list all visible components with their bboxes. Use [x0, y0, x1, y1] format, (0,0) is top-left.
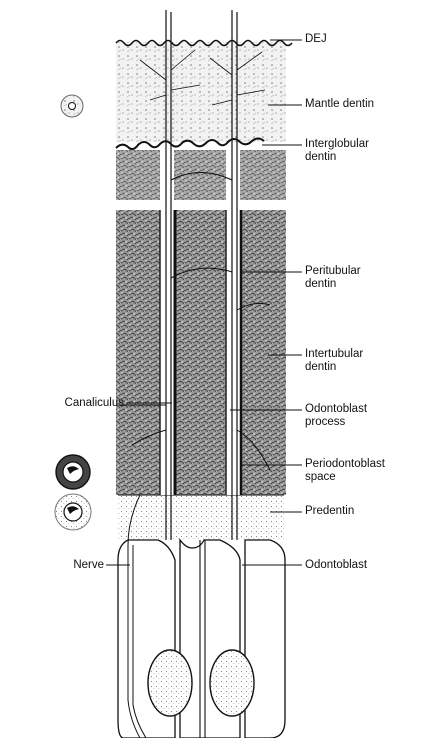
label-predentin: Predentin: [305, 505, 354, 518]
label-periodontoblast-line2: space: [305, 471, 385, 484]
label-peritubular-line2: dentin: [305, 278, 361, 291]
label-periodontoblast-line1: Periodontoblast: [305, 458, 385, 471]
cross-section-predentin: [55, 494, 91, 530]
label-odontoblast-text: Odontoblast: [305, 559, 367, 572]
label-odontoblast: Odontoblast: [305, 559, 367, 572]
label-nerve: Nerve: [12, 559, 104, 572]
cross-section-mantle: [61, 95, 83, 117]
cross-section-tubule: [56, 455, 90, 489]
intertubular-dentin-region: [116, 210, 286, 495]
mantle-dentin-region: [116, 42, 286, 142]
label-interglobular-line1: Interglobular: [305, 138, 369, 151]
label-mantle-dentin: Mantle dentin: [305, 98, 374, 111]
label-nerve-text: Nerve: [12, 559, 104, 572]
label-canaliculus: Canaliculus: [12, 397, 124, 410]
label-canaliculus-text: Canaliculus: [12, 397, 124, 410]
odontoblast-nucleus-right: [210, 650, 254, 716]
label-odontoblast-process-line1: Odontoblast: [305, 403, 367, 416]
label-dej-text: DEJ: [305, 33, 327, 46]
interglobular-dentin-region: [116, 150, 286, 200]
odontoblast-nucleus-left: [148, 650, 192, 716]
label-intertubular-line1: Intertubular: [305, 348, 363, 361]
label-predentin-text: Predentin: [305, 505, 354, 518]
label-peritubular-line1: Peritubular: [305, 265, 361, 278]
label-dej: DEJ: [305, 33, 327, 46]
label-odontoblast-process-line2: process: [305, 416, 367, 429]
label-interglobular-line2: dentin: [305, 151, 369, 164]
label-intertubular-line2: dentin: [305, 361, 363, 374]
label-mantle-dentin-text: Mantle dentin: [305, 98, 374, 111]
predentin-region: [118, 495, 284, 540]
odontoblast-cells: [118, 540, 285, 738]
